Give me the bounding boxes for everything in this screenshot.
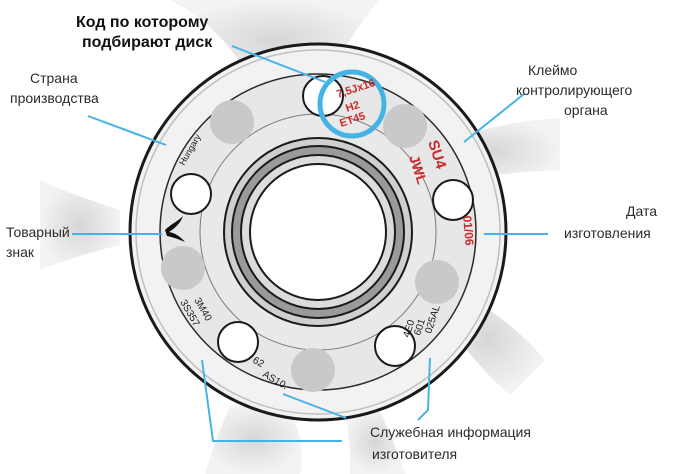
leader-service-left [201,359,342,442]
recess [291,348,335,392]
recess [415,260,459,304]
leader-country [87,115,167,146]
country-label-line2: производства [10,90,99,106]
leader-code [231,45,326,83]
leader-lines [72,45,548,442]
inspection-label-line3: органа [564,102,608,118]
recess [383,104,427,148]
leader-inspection [463,93,525,143]
bolt-hole [374,325,416,367]
bottom-code-2: 62 [251,355,267,370]
code-highlight-ring [317,69,387,139]
bolt-hole [217,321,259,363]
inspection-label-line1: Клеймо [528,62,578,78]
date-label-line1: Дата [626,203,657,219]
country-label-line1: Страна [30,70,78,86]
recess [210,100,254,144]
labels: Код по которому подбирают диск Страна пр… [6,14,657,462]
right-code-2: 601 [412,317,428,337]
trademark-label-line2: знак [6,244,35,260]
date-mark: 01/06 [460,215,477,246]
leader-service-right [417,357,431,421]
right-code-1: 4E0 [401,318,417,339]
code-label-line1: Код по которому [76,14,208,31]
code-label-line2: подбирают диск [82,34,213,51]
service-label-line2: изготовителя [372,446,457,462]
leader-service-bottom [282,393,347,419]
date-label-line2: изготовления [564,225,651,241]
hump-code: H2 [344,99,361,115]
swallow-bird-icon [165,216,185,242]
inspection-label-line2: контролирующего [516,82,633,98]
trademark-label-line1: Товарный [6,224,70,240]
recess [161,246,205,290]
bolt-hole [432,179,474,221]
service-label-line1: Служебная информация [370,424,531,440]
bolt-hole [170,173,212,215]
